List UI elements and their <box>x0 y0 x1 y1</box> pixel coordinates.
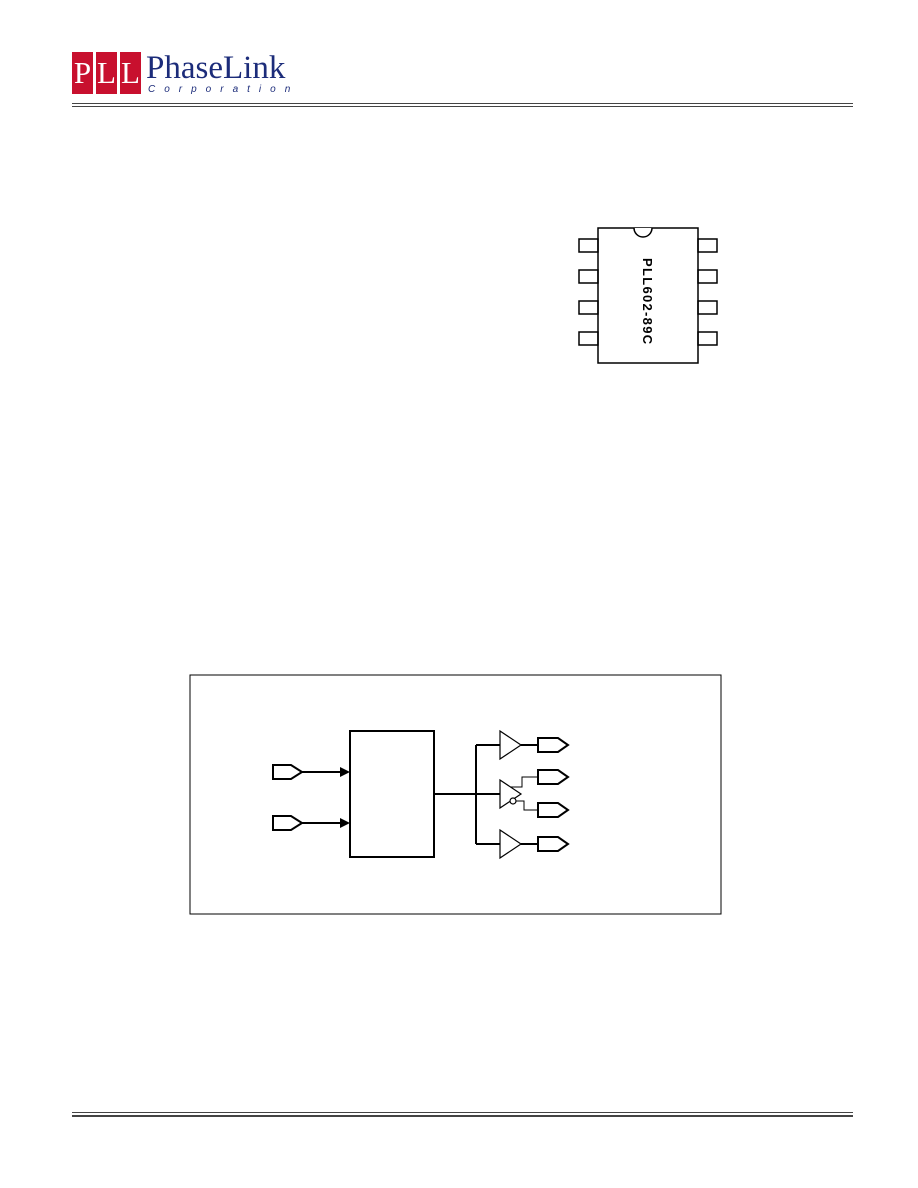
block-diagram <box>272 764 340 831</box>
core-block <box>349 730 435 858</box>
ic-package <box>578 227 718 364</box>
buffer-icon <box>499 729 523 761</box>
diff-output-line-neg <box>516 800 538 811</box>
arrow-head-icon <box>340 818 350 828</box>
footer-rule <box>72 1115 853 1117</box>
pin <box>578 331 599 346</box>
output-pad-icon <box>537 802 570 818</box>
header-rule <box>72 103 853 104</box>
input-pad-icon <box>272 815 304 831</box>
right-pins <box>697 238 718 346</box>
arrow-head-icon <box>340 767 350 777</box>
inversion-bubble <box>509 797 517 805</box>
footer-rule-thin <box>72 1112 853 1113</box>
brand-subtitle: Corporation <box>148 84 300 95</box>
pin <box>578 269 599 284</box>
pin <box>697 331 718 346</box>
pin <box>578 238 599 253</box>
pin <box>697 300 718 315</box>
pin <box>578 300 599 315</box>
package-part-label: PLL602-89C <box>640 258 655 345</box>
inverting-buffer-icon <box>499 778 523 810</box>
output-pad-icon <box>537 769 570 785</box>
diff-output-line-pos <box>510 776 538 788</box>
phaselink-logo: P L L PhaseLink Corporation <box>72 50 312 100</box>
brand-name: PhaseLink <box>146 50 286 86</box>
block-diagram-frame <box>189 674 722 915</box>
pin <box>697 269 718 284</box>
buffer-icon <box>499 828 523 860</box>
pin <box>697 238 718 253</box>
logo-letter-box: L <box>120 52 141 94</box>
logo-letter-box: P <box>72 52 93 94</box>
package-body <box>597 227 699 364</box>
left-pins <box>578 238 599 346</box>
half-circle-notch-icon <box>633 227 653 238</box>
output-pad-icon <box>537 836 570 852</box>
header-rule-thin <box>72 106 853 107</box>
input-pad-icon <box>272 764 304 780</box>
logo-letter-box: L <box>96 52 117 94</box>
output-pad-icon <box>537 737 570 753</box>
